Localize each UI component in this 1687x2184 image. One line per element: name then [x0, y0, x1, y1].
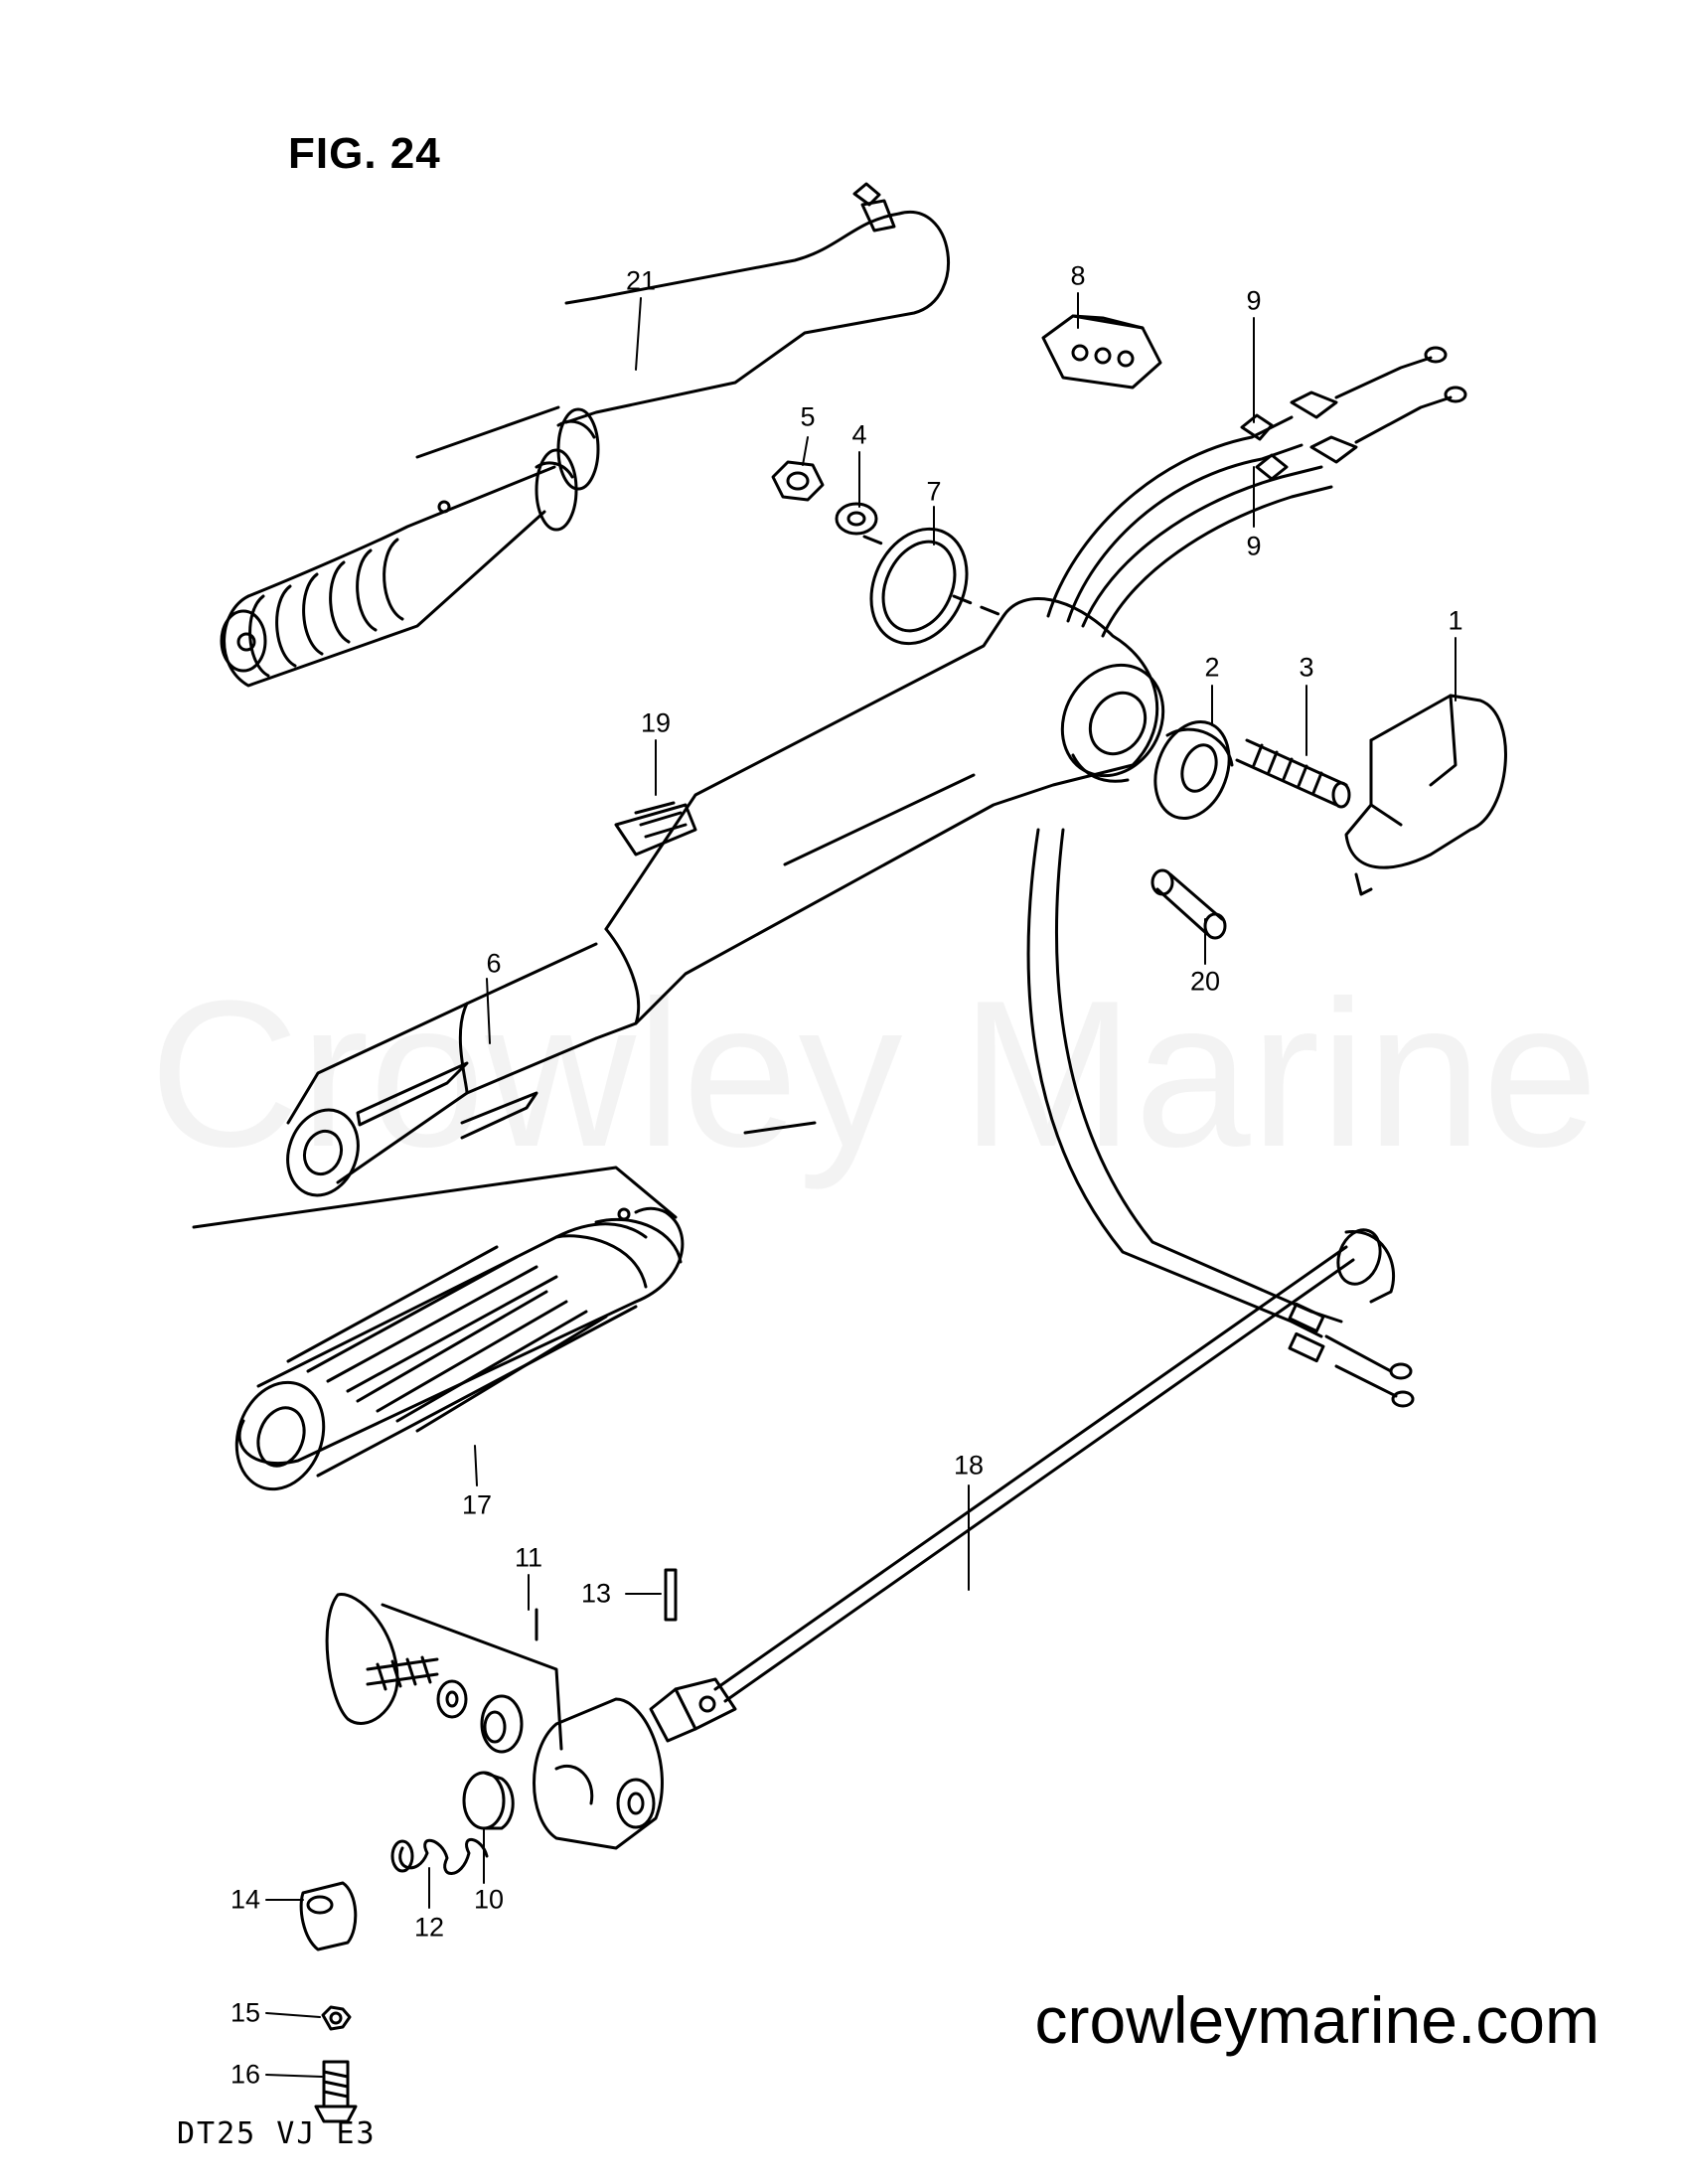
part-19-decal	[614, 801, 697, 857]
callout-21: 21	[625, 265, 657, 296]
part-tiller-extension	[220, 182, 950, 688]
part-3-stud	[1235, 738, 1351, 809]
callout-3: 3	[1299, 652, 1314, 683]
part-11-assembly	[325, 1593, 664, 1850]
callout-5: 5	[800, 401, 816, 432]
callout-17: 17	[461, 1489, 493, 1520]
part-7-ring	[869, 527, 969, 646]
callout-14: 14	[230, 1884, 261, 1915]
part-9-cables	[1026, 346, 1467, 1408]
part-18-rod	[649, 1228, 1396, 1743]
callout-1: 1	[1448, 605, 1463, 636]
callout-10: 10	[473, 1884, 505, 1915]
callout-9-lower: 9	[1246, 531, 1262, 561]
callout-15: 15	[230, 1997, 261, 2028]
part-4-lock-washer	[835, 502, 878, 536]
part-12-spring	[390, 1837, 489, 1875]
callout-2: 2	[1204, 652, 1220, 683]
part-15-lock-washer	[321, 2005, 352, 2031]
part-8-grommet	[1041, 314, 1162, 390]
callout-20: 20	[1189, 966, 1221, 997]
figure-title: FIG. 24	[288, 129, 441, 178]
callout-19: 19	[640, 707, 672, 738]
part-16-screw	[314, 2060, 358, 2123]
callout-8: 8	[1070, 260, 1086, 291]
callout-9-upper: 9	[1246, 285, 1262, 316]
callout-16: 16	[230, 2059, 261, 2090]
part-14-cap	[299, 1881, 358, 1951]
part-5-nut	[771, 460, 825, 502]
assembly-line-7	[862, 535, 1005, 618]
callout-7: 7	[926, 476, 942, 507]
callout-12: 12	[413, 1912, 445, 1943]
callout-11: 11	[514, 1542, 543, 1573]
part-2-bushing	[1153, 720, 1234, 820]
callout-13: 13	[580, 1578, 612, 1609]
leader-lines	[265, 292, 1457, 2078]
callout-18: 18	[953, 1450, 985, 1481]
callout-6: 6	[486, 948, 502, 979]
model-code: DT25 VJ E3	[177, 2116, 377, 2151]
part-17-grip	[192, 1121, 817, 1491]
part-20-sleeve	[1150, 868, 1227, 940]
callout-4: 4	[851, 419, 867, 450]
part-10-bushing	[462, 1771, 515, 1830]
part-1-cover	[1344, 694, 1507, 896]
part-13-pin	[664, 1568, 678, 1622]
watermark: Crowley Marine	[149, 954, 1599, 1194]
site-url: crowleymarine.com	[1034, 1983, 1600, 2057]
